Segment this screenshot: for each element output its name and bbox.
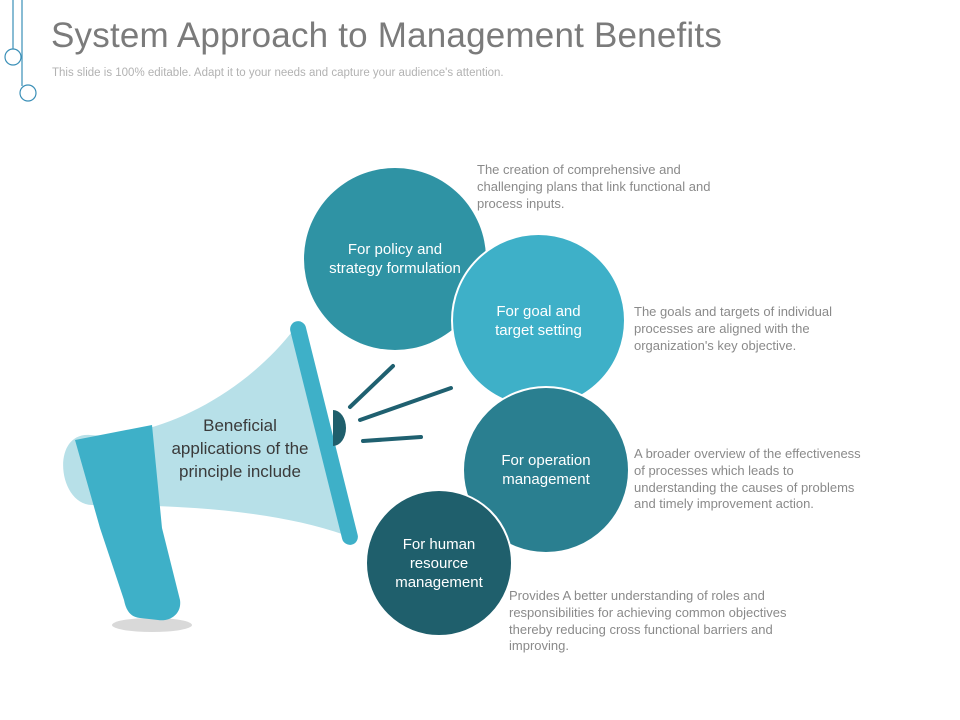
- megaphone-handle: [75, 425, 181, 621]
- page-title: System Approach to Management Benefits: [51, 16, 723, 55]
- megaphone-mouth: [333, 410, 346, 446]
- benefit-circle-human-resource: For human resource management: [365, 489, 513, 637]
- benefit-title: For human resource management: [395, 535, 483, 591]
- benefit-title: For policy and strategy formulation: [329, 241, 461, 277]
- benefit-description-operation: A broader overview of the effectiveness …: [634, 446, 861, 512]
- megaphone-rim: [290, 321, 358, 545]
- benefit-title: For goal and target setting: [495, 302, 582, 339]
- benefit-description-policy: The creation of comprehensive and challe…: [477, 162, 711, 211]
- benefit-description-goal: The goals and targets of individual proc…: [634, 304, 833, 353]
- megaphone-shadow: [112, 618, 192, 632]
- sound-line: [361, 435, 423, 443]
- benefit-description-human-resource: Provides A better understanding of roles…: [509, 588, 787, 654]
- megaphone-label: Beneficial applications of the principle…: [171, 416, 309, 481]
- page-subtitle: This slide is 100% editable. Adapt it to…: [52, 67, 504, 79]
- benefit-circle-goal: For goal and target setting: [451, 233, 626, 408]
- sound-line: [358, 386, 453, 422]
- sound-line: [348, 364, 395, 409]
- benefit-title: For operation management: [501, 452, 591, 488]
- decorative-hanging-circles: [4, 0, 37, 102]
